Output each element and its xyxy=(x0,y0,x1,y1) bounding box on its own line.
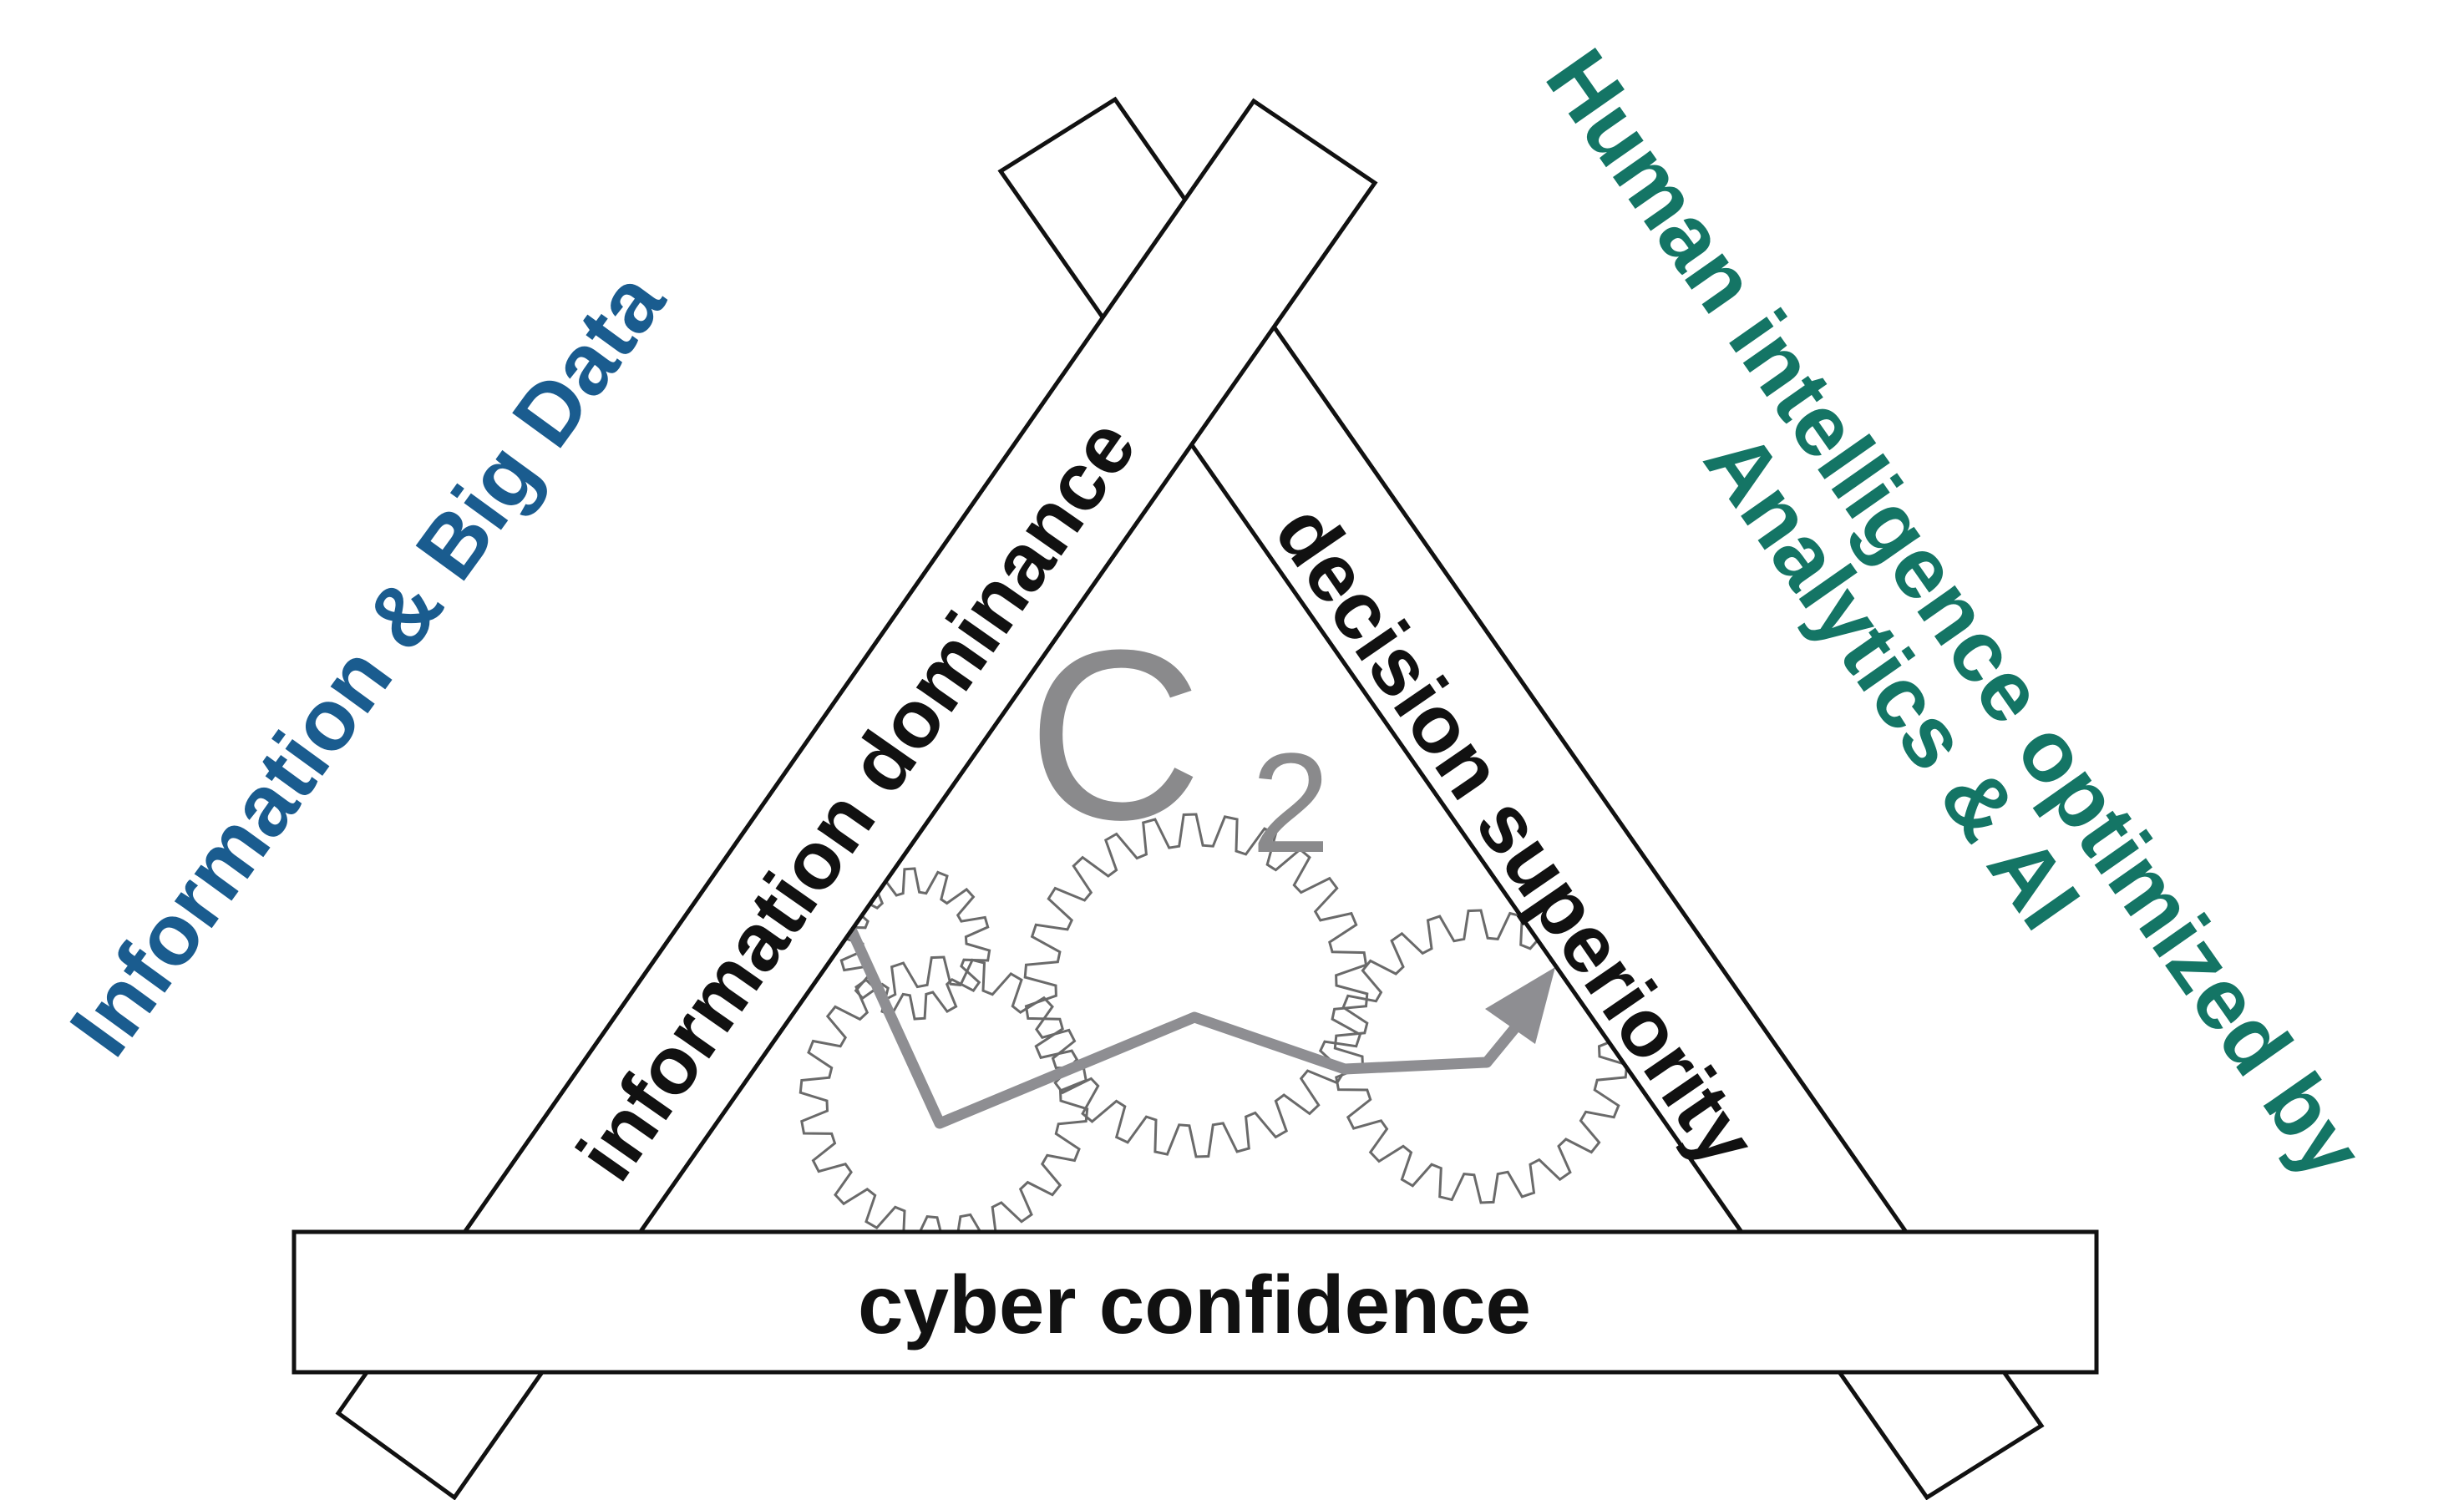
c2-label: C 2 xyxy=(1027,600,1331,883)
gear-icon xyxy=(799,955,1089,1246)
cyber-confidence-bar: cyber confidence xyxy=(292,1229,2099,1375)
c2-symbol: C xyxy=(1027,600,1202,870)
c2-subscript: 2 xyxy=(1251,724,1331,883)
trend-arrow-icon xyxy=(846,925,1555,1129)
gear-icon xyxy=(1023,813,1369,1158)
side-label-information-big-data: Information & Big Data xyxy=(52,254,684,1073)
bar-label-cyber-confidence: cyber confidence xyxy=(858,1259,1531,1351)
